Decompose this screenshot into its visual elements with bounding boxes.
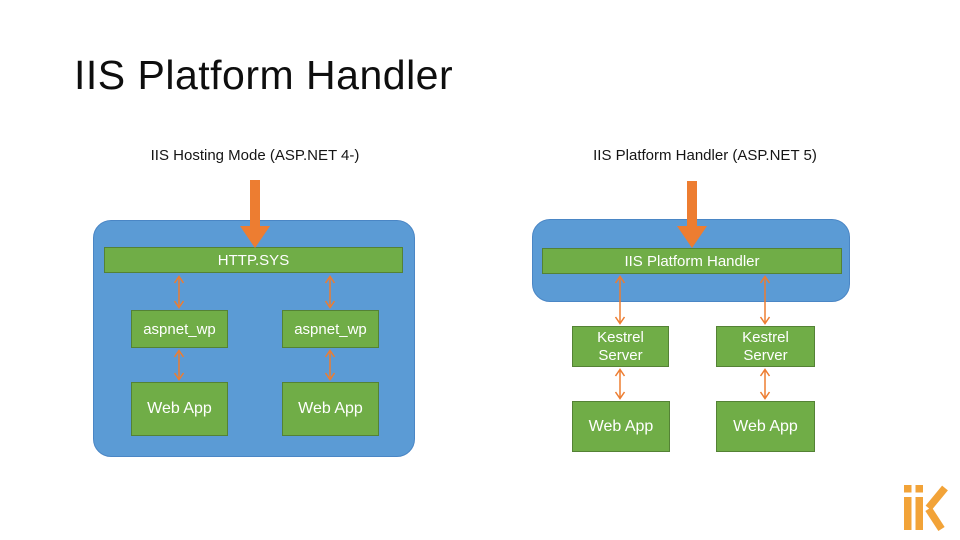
web-app-box-left-2: Web App — [282, 382, 379, 436]
aspnet-wp-box-1: aspnet_wp — [131, 310, 228, 348]
kestrel-server-box-1: Kestrel Server — [572, 326, 669, 367]
httpsys-bar: HTTP.SYS — [104, 247, 403, 273]
web-app-box-left-1: Web App — [131, 382, 228, 436]
web-app-label: Web App — [588, 417, 654, 435]
web-app-label: Web App — [733, 417, 798, 435]
iik-logo-icon — [904, 485, 948, 532]
right-diagram-heading: IIS Platform Handler (ASP.NET 5) — [593, 147, 817, 164]
slide-title: IIS Platform Handler — [74, 52, 454, 98]
kestrel-server-label: Kestrel Server — [742, 328, 789, 364]
left-diagram-heading: IIS Hosting Mode (ASP.NET 4-) — [150, 147, 360, 164]
aspnet-wp-label: aspnet_wp — [294, 320, 367, 338]
iis-platform-handler-bar-label: IIS Platform Handler — [624, 252, 760, 270]
web-app-label: Web App — [298, 400, 363, 417]
web-app-box-right-2: Web App — [716, 401, 815, 452]
web-app-label: Web App — [147, 400, 212, 417]
kestrel-server-box-2: Kestrel Server — [716, 326, 815, 367]
arrow-kestrel-webapp-right-icon — [759, 368, 771, 400]
httpsys-bar-label: HTTP.SYS — [217, 251, 290, 269]
aspnet-wp-label: aspnet_wp — [143, 320, 216, 338]
web-app-box-right-1: Web App — [572, 401, 670, 452]
aspnet-wp-box-2: aspnet_wp — [282, 310, 379, 348]
arrow-kestrel-webapp-left-icon — [614, 368, 626, 400]
kestrel-server-label: Kestrel Server — [597, 328, 644, 364]
iis-platform-handler-bar: IIS Platform Handler — [542, 248, 842, 274]
